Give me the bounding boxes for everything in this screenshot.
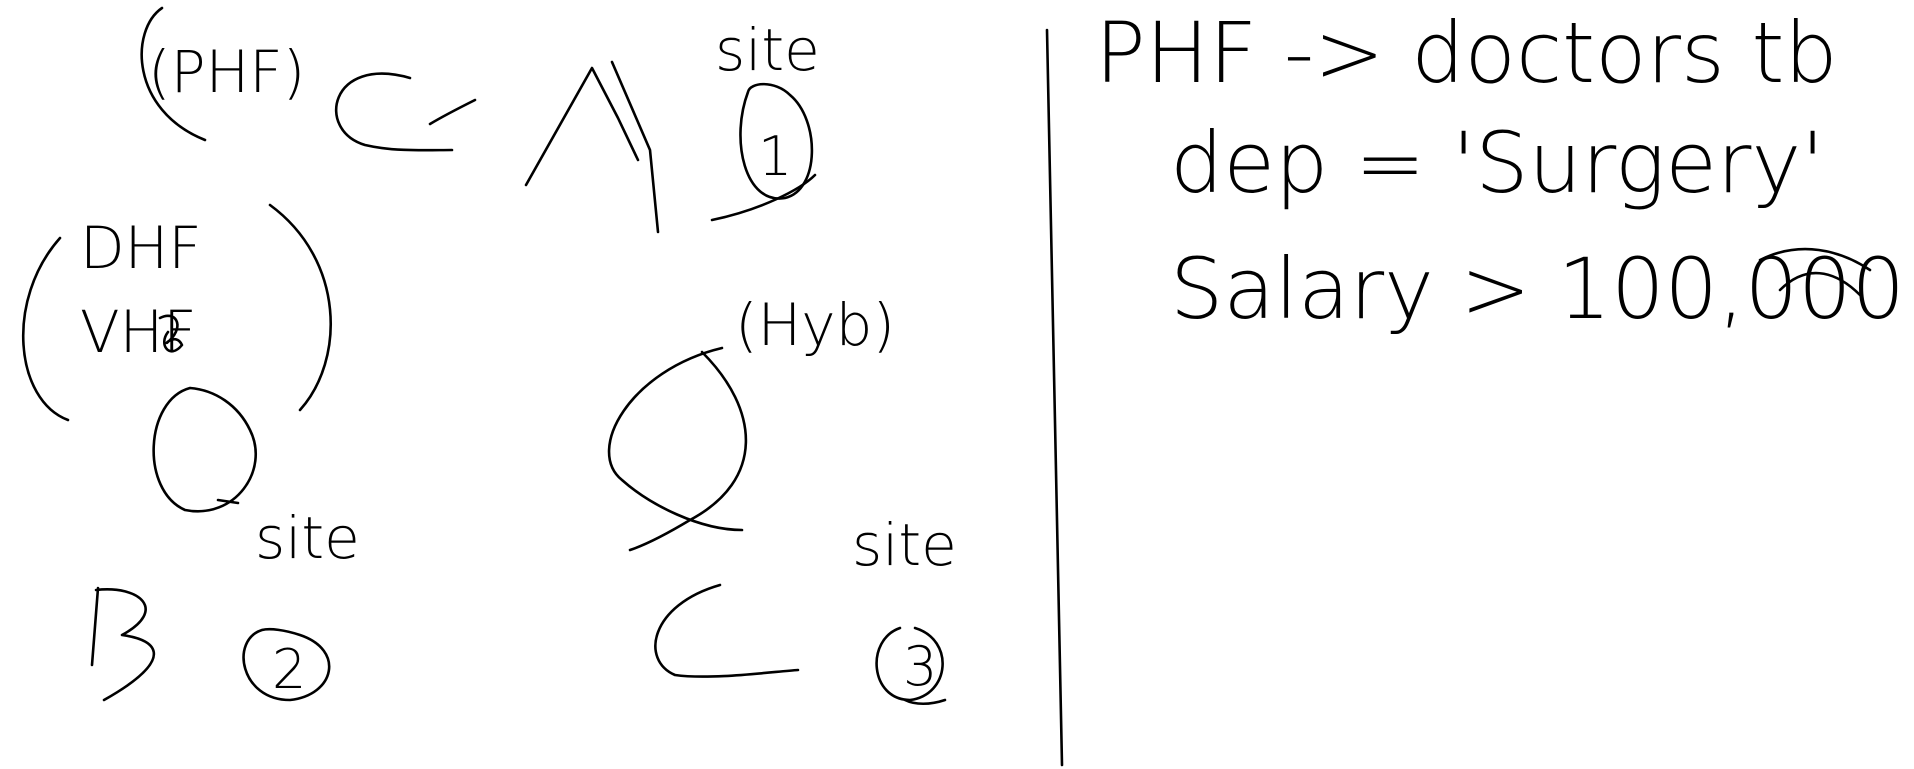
site-2-number: 2 — [272, 638, 306, 701]
letter-a-stroke-left — [524, 66, 640, 187]
site-1-number: 1 — [758, 125, 792, 188]
right-line-1: PHF -> doctors tb — [1095, 4, 1838, 102]
site-b-scribble — [158, 314, 184, 353]
site-a-group: (PHF) site 1 — [140, 6, 820, 234]
site-b-group: DHF VHF site 2 — [21, 203, 360, 702]
right-panel-group: PHF -> doctors tb dep = 'Surgery' Salary… — [1095, 4, 1905, 338]
site-c-site-word: site — [852, 511, 957, 579]
site-2-circle — [242, 627, 331, 702]
site-3-number: 3 — [903, 635, 937, 698]
right-line-3: Salary > 100,000 — [1170, 240, 1905, 338]
right-line-3-scribble — [1758, 247, 1872, 297]
site-b-o-shape — [152, 386, 257, 513]
phf-paren-open — [140, 6, 207, 142]
site-a-c-shape — [334, 72, 454, 152]
site-b-paren-close — [268, 203, 332, 412]
letter-c-stroke — [654, 583, 800, 678]
vertical-divider — [1045, 28, 1064, 767]
site-b-paren-open — [21, 236, 70, 422]
site-a-fragment-type: (PHF) — [148, 38, 305, 106]
site-b-fragment-line1: DHF — [80, 214, 202, 282]
site-c-shape — [607, 346, 748, 552]
letter-b-stroke — [90, 586, 156, 702]
letter-a-stroke-right — [610, 60, 660, 234]
site-a-c-tail — [428, 98, 477, 126]
site-1-circle — [739, 82, 814, 200]
site-b-o-tail — [216, 498, 240, 505]
site-b-fragment-line2: VHF — [80, 298, 197, 366]
site-a-site-word: site — [715, 16, 820, 84]
site-3-circle — [875, 626, 947, 706]
site-1-underline — [710, 173, 817, 222]
site-b-site-word: site — [255, 504, 360, 572]
right-line-2: dep = 'Surgery' — [1170, 114, 1824, 212]
site-c-group: (Hyb) site 3 — [607, 291, 957, 706]
site-c-fragment-type: (Hyb) — [735, 291, 895, 359]
